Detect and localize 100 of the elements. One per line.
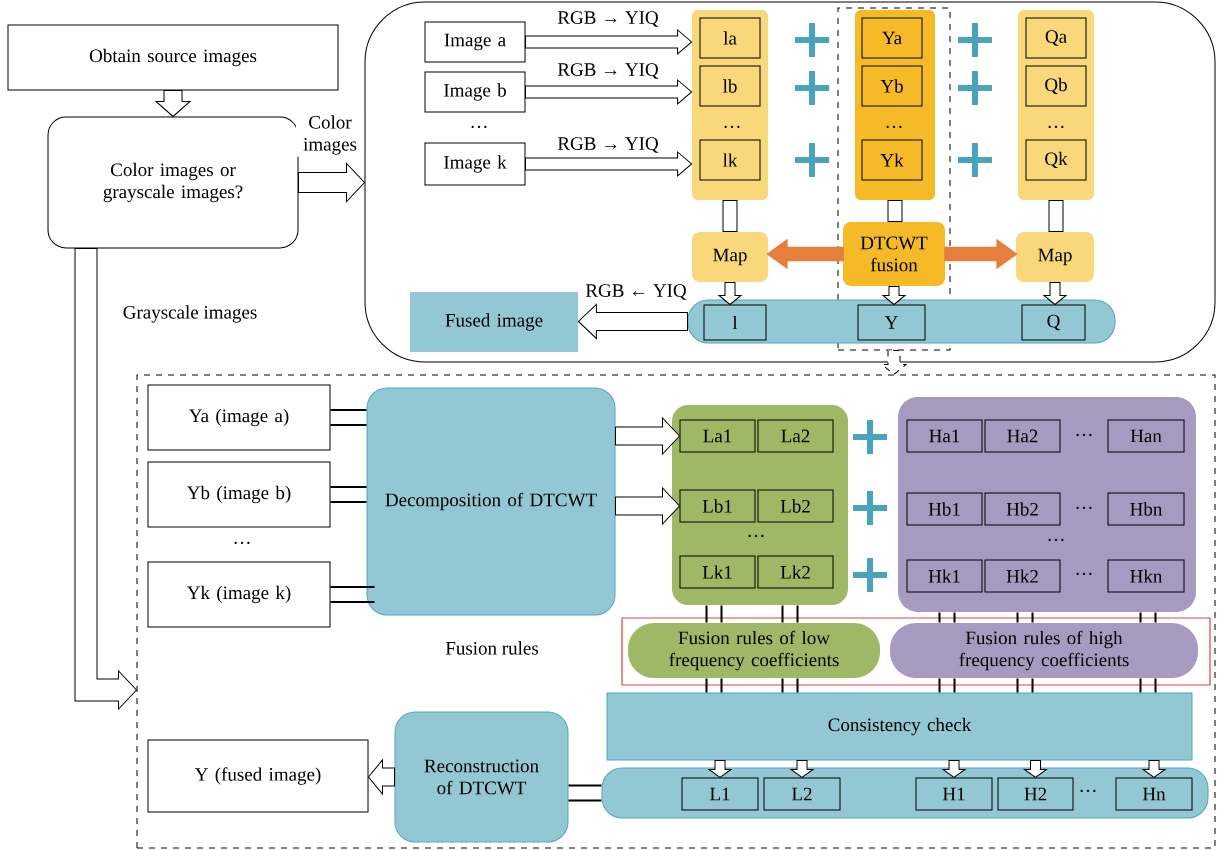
edge-label: RGB → YIQ (555, 61, 661, 81)
double-line (705, 677, 723, 694)
coefficient-box: Ha2 (984, 419, 1061, 453)
coefficient-box: Ha1 (906, 419, 983, 453)
block-arrow (525, 29, 693, 55)
channel-box: Yk (861, 139, 923, 181)
double-line (329, 409, 368, 426)
double-line (705, 604, 723, 624)
coefficient-panel (672, 405, 848, 605)
channel-bar (601, 767, 1209, 819)
edge-label: RGB ← YIQ (583, 282, 689, 302)
channel-box: Y (857, 304, 926, 341)
block-arrow (1048, 199, 1064, 233)
coefficient-box: Hb1 (906, 492, 983, 526)
block-arrow (882, 285, 906, 305)
channel-box: Qb (1025, 65, 1087, 107)
block-arrow (615, 487, 680, 525)
rule-box: Fusion rules of high frequency coefficients (890, 623, 1198, 678)
coefficient-box: Hk1 (906, 559, 983, 593)
frame (621, 617, 1211, 686)
map-box: Map (1016, 232, 1094, 282)
channel-box: lk (699, 139, 761, 181)
decision-box: Color images or grayscale images? (47, 116, 299, 249)
rule-box: Fusion rules of low frequency coefficients (628, 623, 880, 678)
coefficient-box: L2 (763, 777, 841, 811)
channel-column (1018, 10, 1094, 200)
ellipsis: … (471, 125, 487, 129)
double-line (938, 677, 956, 694)
block-arrow (718, 281, 742, 305)
block-arrow (942, 760, 966, 778)
coefficient-panel (898, 397, 1196, 612)
map-box: Map (692, 232, 768, 282)
arrow (766, 238, 844, 270)
coefficient-box: Lk2 (757, 555, 834, 589)
ellipsis: … (1048, 125, 1064, 129)
double-line (1139, 677, 1157, 694)
coefficient-box: Lk1 (679, 555, 756, 589)
image-box: Fused image (410, 292, 578, 352)
coefficient-box: La1 (679, 419, 756, 453)
coefficient-box: Hbn (1107, 492, 1185, 526)
double-line (329, 586, 376, 603)
ellipsis: … (1080, 789, 1096, 793)
block-arrow (790, 760, 814, 778)
arrow (944, 238, 1018, 270)
ellipsis: … (724, 125, 740, 129)
double-line (781, 677, 799, 694)
coefficient-box: Hkn (1107, 559, 1185, 593)
coefficient-box: L1 (681, 777, 759, 811)
channel-box: Qa (1025, 17, 1087, 59)
coefficient-box: Lb2 (757, 489, 834, 523)
block-arrow (722, 199, 738, 233)
coefficient-box: Lb1 (679, 489, 756, 523)
block-arrow (155, 90, 191, 117)
double-line (567, 784, 603, 802)
block-arrow (298, 163, 365, 202)
block-arrow (708, 760, 732, 778)
block-arrow (881, 350, 907, 375)
text-label: Fusion rules (445, 641, 539, 655)
double-line (1016, 611, 1034, 624)
process-box: Yk (image k) (147, 561, 331, 628)
process-box: Consistency check (606, 692, 1193, 761)
block-arrow (1024, 760, 1047, 778)
text-label: Grayscale images (123, 305, 257, 323)
channel-box: la (699, 17, 761, 59)
double-line (1139, 611, 1157, 624)
channel-column (692, 10, 768, 200)
block-arrow (887, 199, 903, 223)
edge-label: Color images (296, 113, 364, 157)
block-arrow (74, 248, 137, 710)
process-box: Image b (424, 71, 526, 113)
coefficient-box: H1 (915, 777, 993, 811)
process-box: Image k (424, 142, 526, 186)
channel-box: Q (1021, 304, 1086, 341)
ellipsis: … (748, 534, 764, 538)
coefficient-box: La2 (757, 419, 834, 453)
block-arrow (577, 304, 688, 339)
ellipsis: … (1076, 506, 1092, 510)
coefficient-box: H2 (997, 777, 1074, 811)
process-box: Image a (424, 21, 526, 63)
block-arrow (1142, 760, 1166, 778)
process-box: Yb (image b) (147, 461, 331, 528)
ellipsis: … (1076, 572, 1092, 576)
channel-box: Yb (861, 65, 923, 107)
channel-box: l (703, 304, 767, 341)
ellipsis: … (234, 541, 250, 545)
block-arrow (525, 151, 693, 177)
double-line (1016, 677, 1034, 694)
coefficient-box: Hk2 (984, 559, 1061, 593)
block-arrow (525, 79, 693, 105)
edge-label: RGB → YIQ (555, 9, 661, 29)
process-box: Reconstruction of DTCWT (394, 711, 569, 843)
ellipsis: … (886, 125, 902, 129)
rounded-panel (364, 1, 1216, 363)
coefficient-box: Hb2 (984, 492, 1061, 526)
process-box: Y (fused image) (147, 739, 369, 813)
block-arrow (368, 759, 395, 795)
dashed-frame (837, 7, 951, 351)
channel-bar (687, 299, 1116, 344)
dashed-frame (136, 374, 1216, 849)
channel-box: Qk (1025, 139, 1087, 181)
